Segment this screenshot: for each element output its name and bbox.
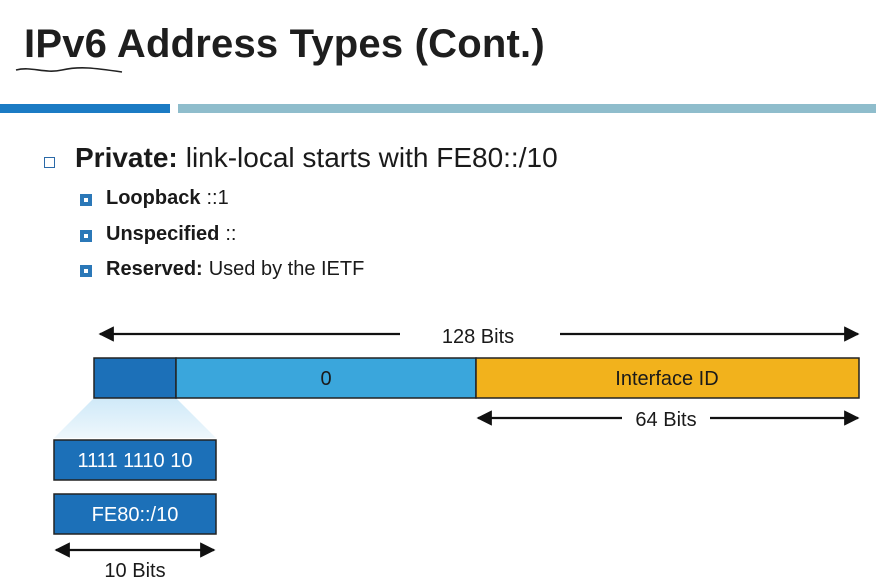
prefix-binary-box <box>53 439 217 481</box>
title-rule <box>178 104 876 113</box>
interface-id-segment <box>475 357 860 399</box>
prefix-hex-box <box>53 493 217 535</box>
main-bullet-label: Private: <box>75 142 178 173</box>
page-title: IPv6 Address Types (Cont.) <box>24 22 545 66</box>
sub-bullet-reserved: Reserved: Used by the IETF <box>80 258 364 281</box>
square-bullet-icon <box>80 193 92 206</box>
sub-bullet-label: Unspecified <box>106 223 220 245</box>
sub-bullet-text: :: <box>225 223 237 245</box>
sub-bullet-label: Reserved: <box>106 258 203 280</box>
main-bullet: Private: link-local starts with FE80::/1… <box>44 142 558 174</box>
zero-segment-label: 0 <box>320 368 331 390</box>
interface-bits-label: 64 Bits <box>635 409 696 431</box>
title-rule-accent <box>0 104 170 113</box>
prefix-expansion-fan <box>54 398 216 438</box>
square-bullet-icon <box>80 229 92 242</box>
main-bullet-text: link-local starts with FE80::/10 <box>185 142 558 173</box>
prefix-hex-label: FE80::/10 <box>92 504 179 526</box>
total-bits-label: 128 Bits <box>442 326 514 348</box>
prefix-binary-label: 1111 1110 10 <box>78 450 193 472</box>
sub-bullet-text: ::1 <box>206 187 229 209</box>
sub-bullet-unspecified: Unspecified :: <box>80 223 236 246</box>
sub-bullet-text: Used by the IETF <box>208 258 365 280</box>
sub-bullet-loopback: Loopback ::1 <box>80 187 229 210</box>
prefix-bits-label: 10 Bits <box>104 560 165 582</box>
square-bullet-icon <box>80 264 92 277</box>
prefix-segment <box>93 357 177 399</box>
zero-segment <box>175 357 477 399</box>
interface-id-label: Interface ID <box>615 368 718 390</box>
handwritten-underline <box>15 67 123 73</box>
hollow-square-bullet-icon <box>44 156 55 168</box>
sub-bullet-label: Loopback <box>106 187 201 209</box>
